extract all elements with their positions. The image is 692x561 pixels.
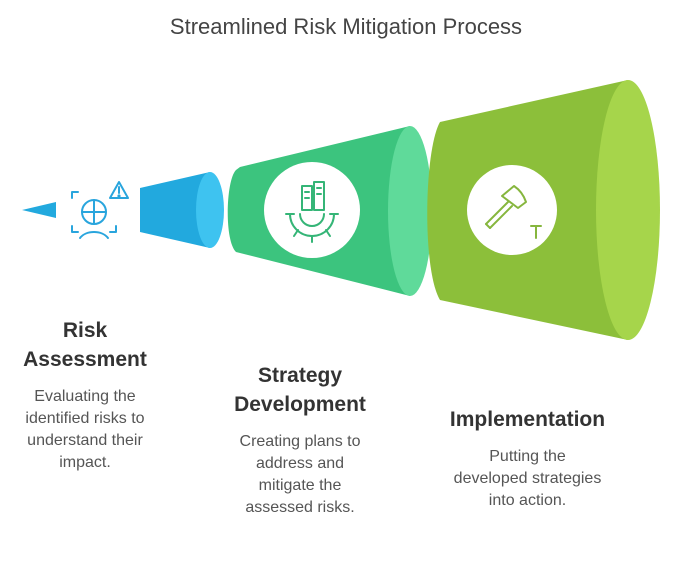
page-title: Streamlined Risk Mitigation Process (169, 14, 523, 39)
stage-1-description: Evaluating the identified risks to under… (25, 388, 145, 471)
gear-blueprint-icon (285, 181, 339, 243)
risk-assessment-icon (71, 181, 129, 239)
funnel-segment-1 (140, 172, 210, 248)
stage-1-title: Risk Assessment (23, 319, 147, 371)
stage-2-text: Strategy Development Creating plans to a… (210, 361, 390, 519)
stage-2-title: Strategy Development (234, 364, 366, 416)
funnel-segment-1-face (196, 172, 224, 248)
stage-1-text: Risk Assessment Evaluating the identifie… (5, 316, 165, 474)
stage-3-text: Implementation Putting the developed str… (425, 405, 630, 512)
funnel-tip (22, 202, 56, 218)
stage-2-description: Creating plans to address and mitigate t… (239, 433, 361, 516)
funnel-segment-3-face (596, 80, 660, 340)
stage-3-title: Implementation (449, 408, 606, 431)
icon-circle-3 (467, 165, 557, 255)
funnel-segment-2-face (388, 126, 432, 296)
hammer-nail-icon (485, 185, 542, 239)
stage-3-description: Putting the developed strategies into ac… (453, 448, 602, 509)
